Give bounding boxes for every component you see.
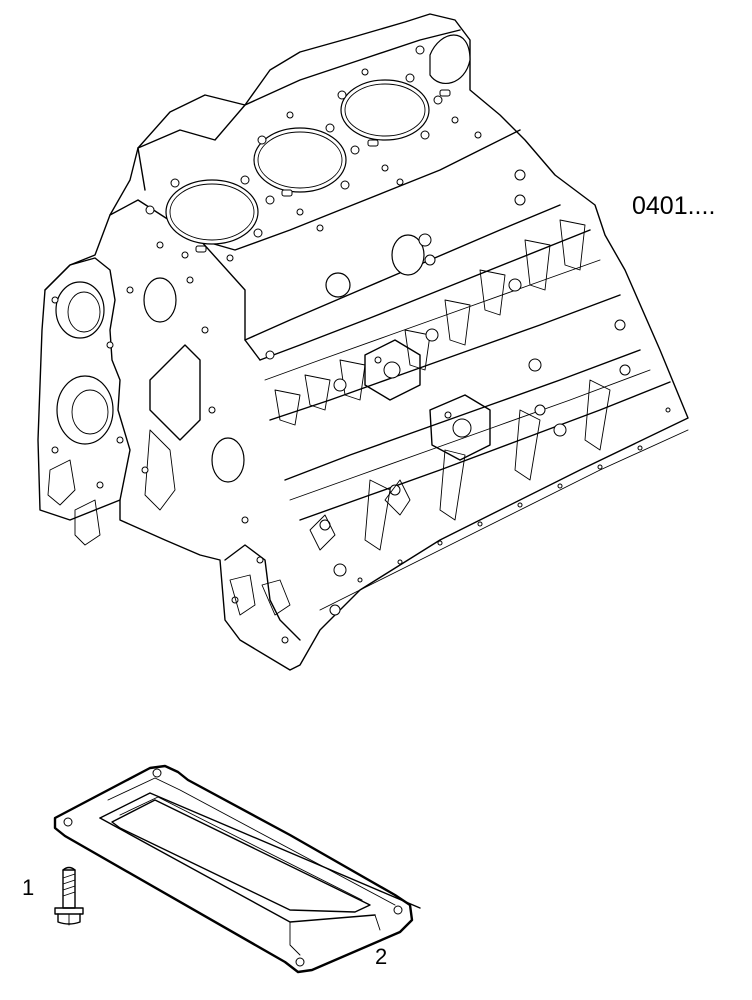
drawing-reference-code: 0401....	[632, 192, 716, 220]
gasket-plate-illustration	[53, 764, 421, 974]
callout-number-gasket-plate: 2	[375, 944, 388, 969]
engine-block-illustration	[37, 13, 689, 671]
bolt-illustration	[54, 866, 84, 926]
callout-number-bolt: 1	[22, 875, 35, 900]
